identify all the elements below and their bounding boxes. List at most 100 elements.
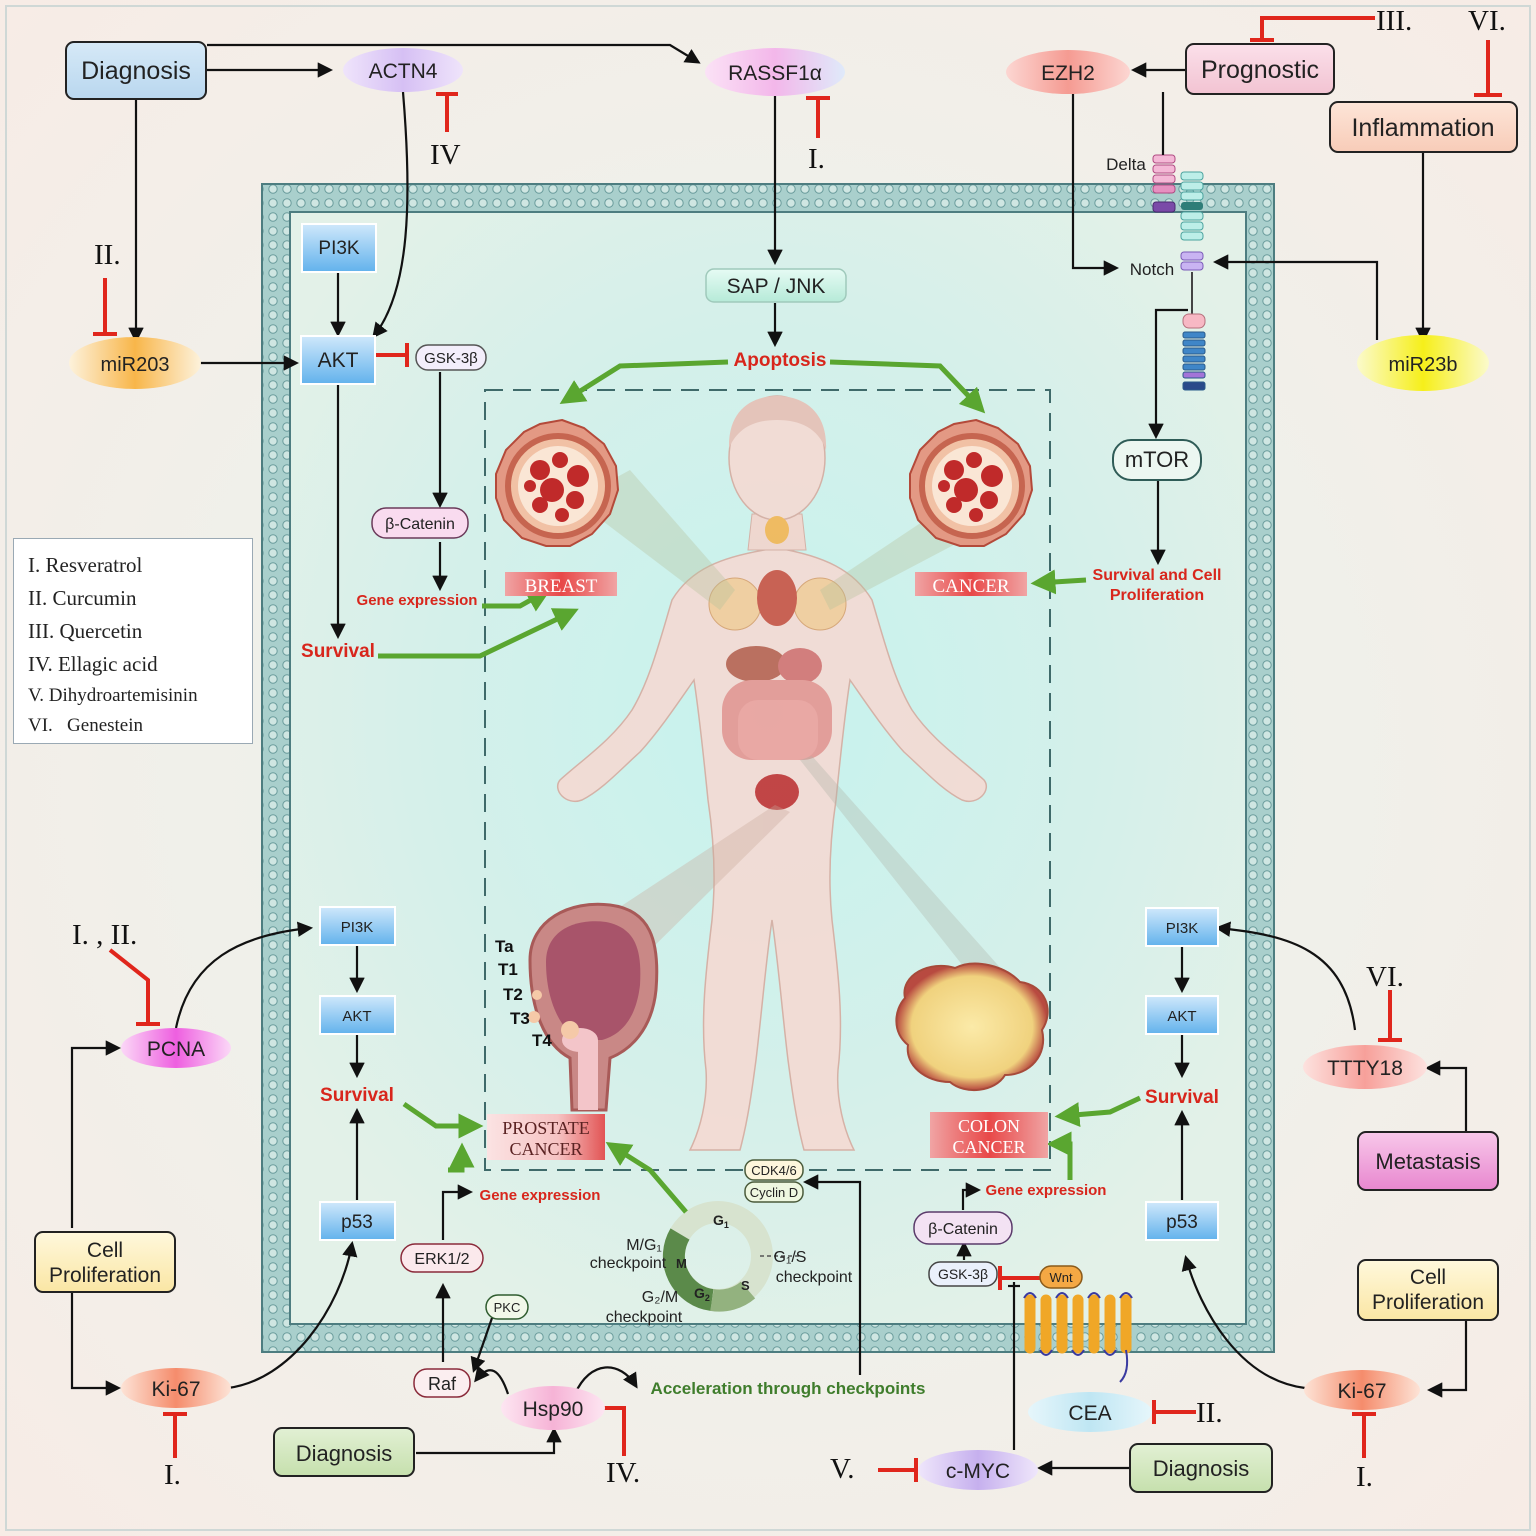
- m-phase-label: M: [676, 1256, 687, 1271]
- prostate-label-line1: PROSTATE: [502, 1118, 590, 1138]
- oval-actn4: ACTN4: [343, 48, 463, 92]
- pi3k-bl-label: PI3K: [341, 919, 374, 936]
- signal-p53-bottom-right: p53: [1145, 1201, 1219, 1241]
- node-wnt: Wnt: [1039, 1265, 1083, 1289]
- red-labels: Apoptosis Gene expression Survival Survi…: [301, 350, 1221, 1204]
- pi3k-top-label: PI3K: [318, 238, 360, 259]
- hsp90-label: Hsp90: [523, 1398, 584, 1421]
- gene-expression-top-label: Gene expression: [357, 592, 478, 609]
- box-cell-proliferation-right: Cell Proliferation: [1357, 1259, 1499, 1321]
- mir23b-label: miR23b: [1389, 354, 1458, 376]
- cdk46-label: CDK4/6: [751, 1163, 797, 1178]
- acceleration-label: Acceleration through checkpoints: [651, 1379, 926, 1398]
- numeral-vi-top: VI.: [1468, 5, 1506, 37]
- box-diagnosis-bottom-right: Diagnosis: [1129, 1443, 1273, 1493]
- stage-t3: T3: [510, 1009, 530, 1028]
- legend-item-ellagic-acid: IV. Ellagic acid: [28, 652, 158, 676]
- akt-top-label: AKT: [318, 349, 359, 372]
- survival-top-label: Survival: [301, 641, 375, 662]
- pcna-label: PCNA: [147, 1038, 205, 1061]
- stage-t2: T2: [503, 985, 523, 1004]
- oval-ezh2: EZH2: [1006, 50, 1130, 94]
- oval-rassf1a: RASSF1α: [705, 48, 845, 96]
- cell-proliferation-right-line1: Cell: [1410, 1266, 1446, 1289]
- apoptosis-label: Apoptosis: [734, 350, 827, 371]
- survival-cell-prolif-line1: Survival and Cell: [1093, 567, 1222, 584]
- akt-bl-label: AKT: [342, 1008, 371, 1025]
- legend-item-curcumin: II. Curcumin: [28, 586, 137, 610]
- oval-cea: CEA: [1028, 1392, 1152, 1432]
- signal-pi3k-top: PI3K: [301, 223, 377, 273]
- node-erk12: ERK1/2: [400, 1243, 484, 1273]
- survival-br-label: Survival: [1145, 1087, 1219, 1108]
- breast-tumor-right: [909, 418, 1034, 547]
- activation-arrows: [70, 43, 1468, 1476]
- signal-p53-bottom-left: p53: [319, 1201, 396, 1241]
- survival-cell-prolif-line2: Proliferation: [1110, 587, 1204, 604]
- gsk3b-top-label: GSK-3β: [424, 350, 478, 367]
- g2-phase-label: G2: [694, 1285, 710, 1303]
- box-metastasis: Metastasis: [1357, 1131, 1499, 1191]
- oval-hsp90: Hsp90: [501, 1386, 605, 1430]
- breast-tumor-left: [495, 418, 620, 547]
- numeral-iv-actn4: IV: [430, 139, 461, 171]
- node-b-catenin-top: β-Catenin: [371, 507, 469, 539]
- compound-legend: I. Resveratrol II. Curcumin III. Quercet…: [13, 538, 253, 744]
- colon-label-line2: CANCER: [952, 1137, 1025, 1157]
- human-body-figure: [557, 395, 987, 1151]
- label-colon-cancer: COLON CANCER: [930, 1112, 1048, 1158]
- prognostic-label: Prognostic: [1201, 56, 1319, 84]
- gene-expression-br-label: Gene expression: [986, 1182, 1107, 1199]
- signal-akt-bottom-right: AKT: [1145, 995, 1219, 1035]
- cell-proliferation-left-line1: Cell: [87, 1239, 123, 1262]
- node-pkc: PKC: [485, 1294, 529, 1320]
- colon-label-line1: COLON: [958, 1116, 1020, 1136]
- oval-pcna: PCNA: [121, 1028, 231, 1068]
- legend-item-genestein: VI. Genestein: [28, 715, 144, 736]
- numeral-i-ii-pcna: I. , II.: [72, 919, 137, 951]
- cell-proliferation-left-line2: Proliferation: [49, 1264, 161, 1287]
- g1s-checkpoint-line2: checkpoint: [776, 1269, 853, 1286]
- node-gsk3b-top: GSK-3β: [415, 344, 487, 371]
- node-b-catenin-bottom: β-Catenin: [913, 1211, 1013, 1245]
- cell-proliferation-right-line2: Proliferation: [1372, 1291, 1484, 1314]
- metastasis-label: Metastasis: [1375, 1149, 1480, 1174]
- stage-t4: T4: [532, 1031, 552, 1050]
- roman-numerals: III. VI. IV I. II. I. , II. VI. I. IV. V…: [72, 5, 1506, 1493]
- b-catenin-top-label: β-Catenin: [385, 516, 455, 533]
- stage-ta: Ta: [495, 937, 514, 956]
- box-diagnosis-bottom-left: Diagnosis: [273, 1427, 415, 1477]
- g1s-checkpoint-line1: G₁/S: [774, 1249, 807, 1266]
- frizzled-receptor: [1023, 1292, 1133, 1383]
- cmyc-label: c-MYC: [946, 1460, 1010, 1483]
- numeral-iii-top: III.: [1376, 5, 1412, 37]
- legend-item-resveratrol: I. Resveratrol: [28, 553, 143, 577]
- oval-mir203: miR203: [69, 337, 201, 389]
- oval-ki67-left: Ki-67: [121, 1368, 231, 1408]
- g2m-checkpoint-line1: G₂/M: [642, 1289, 678, 1306]
- signal-pi3k-bottom-left: PI3K: [319, 906, 396, 946]
- green-arrows: [378, 359, 1142, 1214]
- cell-cycle-wheel: [662, 1201, 800, 1312]
- survival-bl-label: Survival: [320, 1085, 394, 1106]
- wnt-label: Wnt: [1049, 1270, 1073, 1285]
- notch-label: Notch: [1130, 260, 1174, 279]
- diagnosis-top-label: Diagnosis: [81, 57, 191, 85]
- mg1-checkpoint-line1: M/G₁: [626, 1237, 662, 1254]
- b-catenin-bottom-label: β-Catenin: [928, 1221, 998, 1238]
- g1-phase-label: G1: [713, 1212, 729, 1230]
- inflammation-label: Inflammation: [1351, 114, 1494, 142]
- numeral-ii-cea: II.: [1196, 1397, 1223, 1429]
- oval-ki67-right: Ki-67: [1304, 1370, 1420, 1410]
- actn4-label: ACTN4: [369, 60, 438, 83]
- sap-jnk-label: SAP / JNK: [727, 275, 826, 298]
- label-prostate-cancer: PROSTATE CANCER: [487, 1114, 605, 1160]
- node-raf: Raf: [413, 1368, 471, 1398]
- signal-akt-top: AKT: [300, 335, 376, 385]
- numeral-v-cmyc: V.: [830, 1453, 854, 1485]
- g2m-checkpoint-line2: checkpoint: [606, 1309, 683, 1326]
- node-cdk46: CDK4/6: [744, 1159, 804, 1181]
- ki67-right-label: Ki-67: [1337, 1380, 1386, 1403]
- mtor-label: mTOR: [1125, 447, 1189, 472]
